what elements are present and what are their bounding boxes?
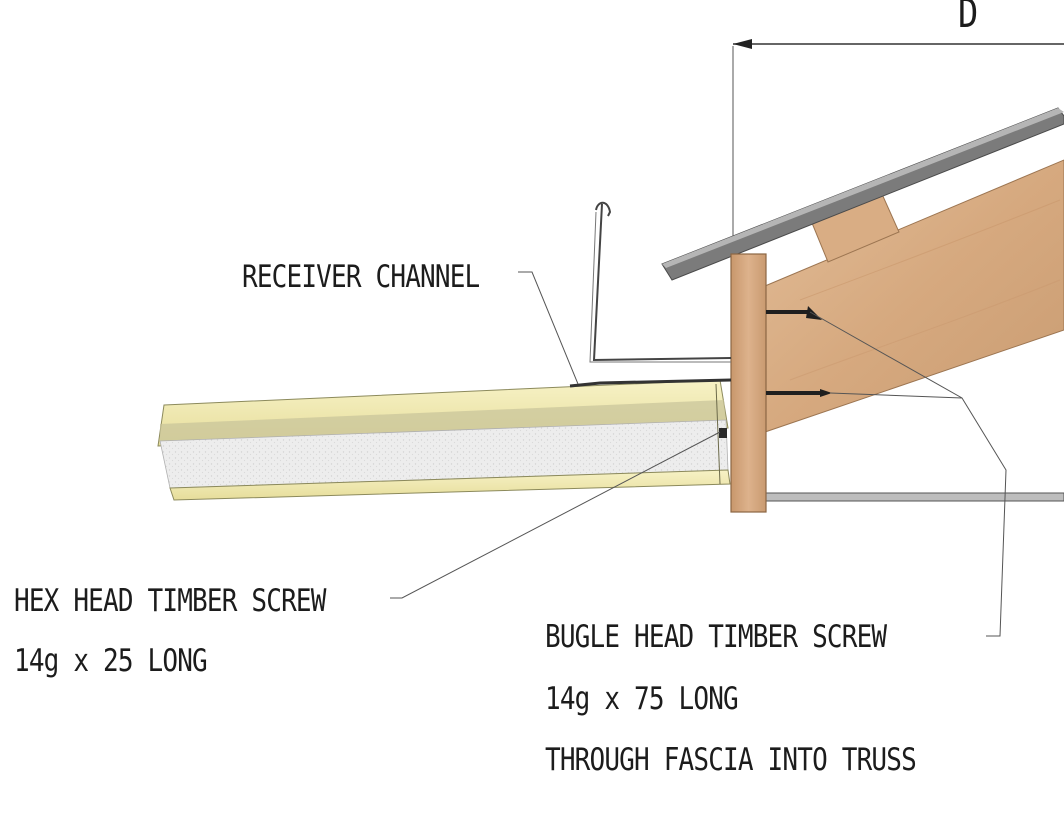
- bugle-screw-label: BUGLE HEAD TIMBER SCREW: [545, 619, 887, 655]
- leader-lines: [390, 271, 1007, 637]
- bugle-screw-lower: [766, 389, 832, 397]
- hex-screw-size-label: 14g x 25 LONG: [14, 643, 208, 679]
- receiver-channel: [589, 201, 732, 363]
- bugle-screw-note-label: THROUGH FASCIA INTO TRUSS: [545, 742, 917, 778]
- receiver-channel-label: RECEIVER CHANNEL: [242, 259, 480, 295]
- insulated-panel: [157, 378, 732, 501]
- bugle-screw-size-label: 14g x 75 LONG: [545, 681, 739, 717]
- hex-screw-label: HEX HEAD TIMBER SCREW: [14, 583, 326, 619]
- hex-screw: [719, 428, 727, 438]
- dimension-label: D: [958, 0, 978, 37]
- ceiling-lining: [765, 492, 1064, 502]
- fascia-board: [730, 253, 767, 513]
- roof-sheet: [661, 107, 1064, 281]
